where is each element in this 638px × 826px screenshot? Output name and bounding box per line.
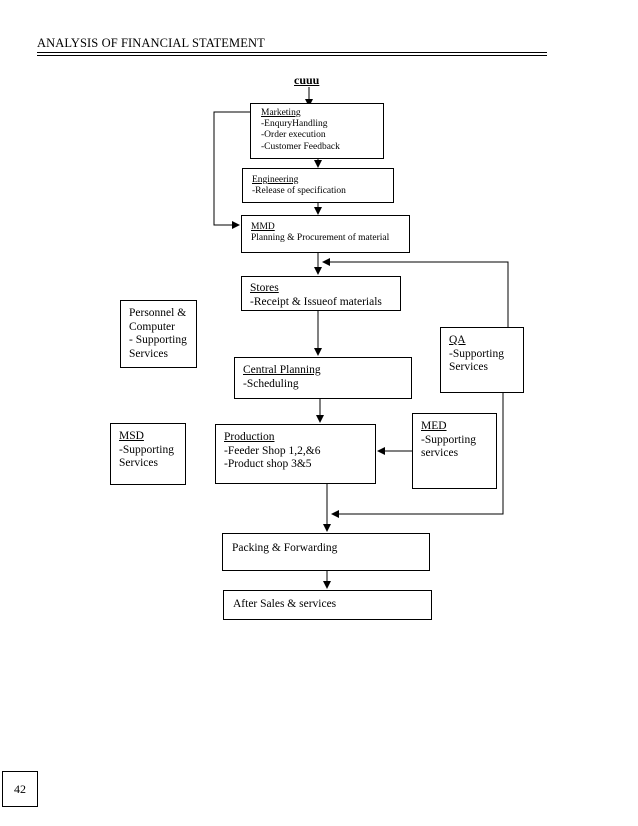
header-rule-top (37, 52, 547, 53)
page-header-title: ANALYSIS OF FINANCIAL STATEMENT (37, 36, 265, 50)
node-qa: QA -Supporting Services (440, 327, 524, 393)
node-med: MED -Supporting services (412, 413, 497, 489)
node-msd-title: MSD (119, 430, 144, 442)
node-personnel-title: Personnel & (129, 307, 187, 319)
node-personnel-line: Services (129, 347, 168, 360)
arrow-qa-to-stores (322, 258, 509, 327)
node-personnel-computer: Personnel & Computer - Supporting Servic… (120, 300, 197, 368)
node-central-planning-line: -Scheduling (243, 377, 299, 390)
node-marketing-line: -EnquryHandling (261, 119, 328, 130)
node-production-line: -Feeder Shop 1,2,&6 (224, 444, 321, 457)
node-stores: Stores -Receipt & Issueof materials (241, 276, 401, 311)
node-marketing-line: -Order execution (261, 130, 326, 141)
flow-start-label: cuuu (294, 73, 320, 87)
node-med-line: services (421, 447, 459, 460)
node-central-planning-title: Central Planning (243, 364, 321, 376)
node-engineering: Engineering -Release of specification (242, 168, 394, 203)
node-after-sales: After Sales & services (223, 590, 432, 620)
node-packing-title: Packing & Forwarding (232, 542, 338, 554)
node-production: Production -Feeder Shop 1,2,&6 -Product … (215, 424, 376, 484)
node-engineering-title: Engineering (252, 175, 299, 185)
node-production-line: -Product shop 3&5 (224, 458, 312, 471)
node-central-planning: Central Planning -Scheduling (234, 357, 412, 399)
node-after-sales-title: After Sales & services (233, 598, 337, 610)
node-personnel-title: Computer (129, 320, 175, 333)
node-marketing-line: -Customer Feedback (261, 141, 340, 152)
arrow-marketing-loop-to-mmd (213, 111, 250, 229)
node-msd-line: -Supporting (119, 443, 174, 456)
header-rule-bottom (37, 55, 547, 56)
node-msd: MSD -Supporting Services (110, 423, 186, 485)
node-engineering-line: -Release of specification (252, 186, 346, 197)
node-marketing: Marketing -EnquryHandling -Order executi… (250, 103, 384, 159)
node-packing-forwarding: Packing & Forwarding (222, 533, 430, 571)
page-number-box: 42 (2, 771, 38, 807)
arrow-qa-to-packing-line (331, 393, 504, 518)
node-med-line: -Supporting (421, 433, 476, 446)
node-mmd-line: Planning & Procurement of material (251, 233, 390, 244)
node-qa-title: QA (449, 334, 466, 346)
node-personnel-line: - Supporting (129, 334, 187, 347)
node-qa-line: -Supporting (449, 347, 504, 360)
node-mmd: MMD Planning & Procurement of material (241, 215, 410, 253)
node-marketing-title: Marketing (261, 108, 301, 118)
node-qa-line: Services (449, 361, 488, 374)
node-med-title: MED (421, 420, 447, 432)
node-stores-line: -Receipt & Issueof materials (250, 295, 382, 308)
page-number: 42 (14, 781, 26, 796)
node-msd-line: Services (119, 457, 158, 470)
node-stores-title: Stores (250, 282, 279, 294)
node-production-title: Production (224, 431, 275, 443)
node-mmd-title: MMD (251, 222, 275, 232)
